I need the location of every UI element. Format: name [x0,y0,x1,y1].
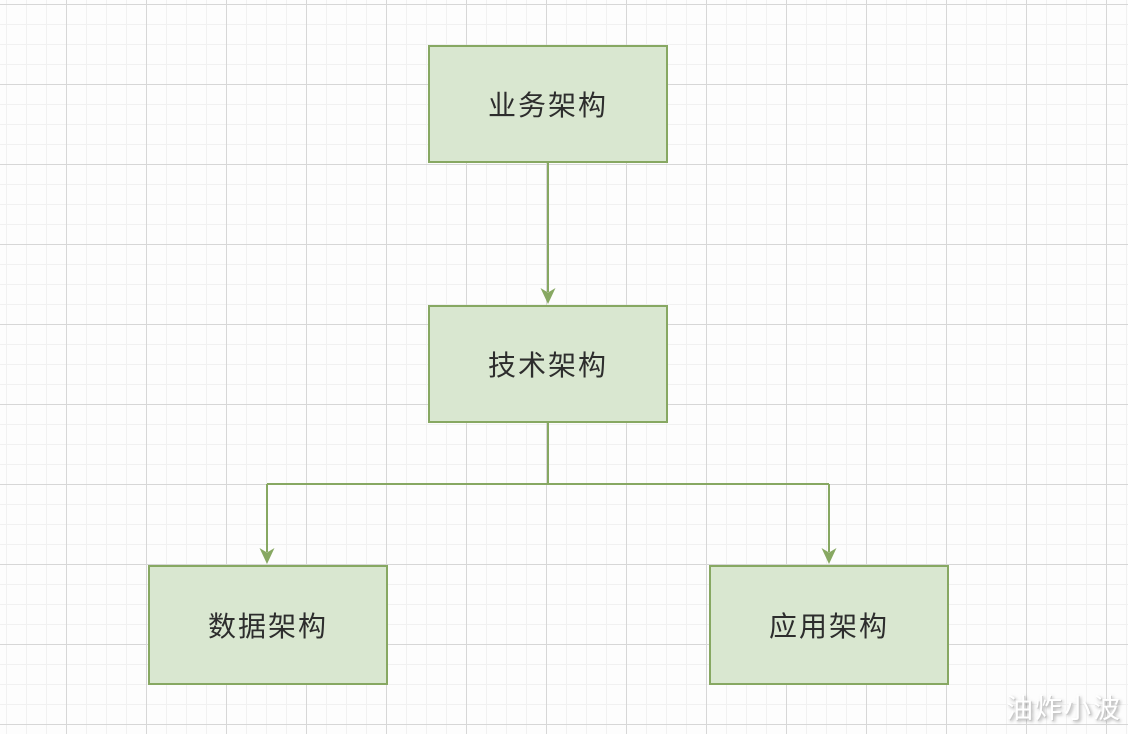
node-business-architecture[interactable]: 业务架构 [428,45,668,163]
node-application-architecture[interactable]: 应用架构 [709,565,949,685]
node-label: 业务架构 [487,90,608,121]
edge-technology-to-application [821,484,837,564]
edge-technology-to-data [259,484,275,564]
node-technology-architecture[interactable]: 技术架构 [428,305,668,423]
arrowhead-icon [821,548,837,564]
arrowhead-icon [259,548,275,564]
node-label: 应用架构 [768,611,889,642]
node-label: 技术架构 [487,350,608,381]
arrowhead-icon [540,288,556,304]
edge-business-to-technology [540,163,556,304]
node-label: 数据架构 [207,611,328,642]
edge-technology-branch [267,423,829,485]
watermark: 油炸小波 [1006,694,1122,724]
node-data-architecture[interactable]: 数据架构 [148,565,388,685]
